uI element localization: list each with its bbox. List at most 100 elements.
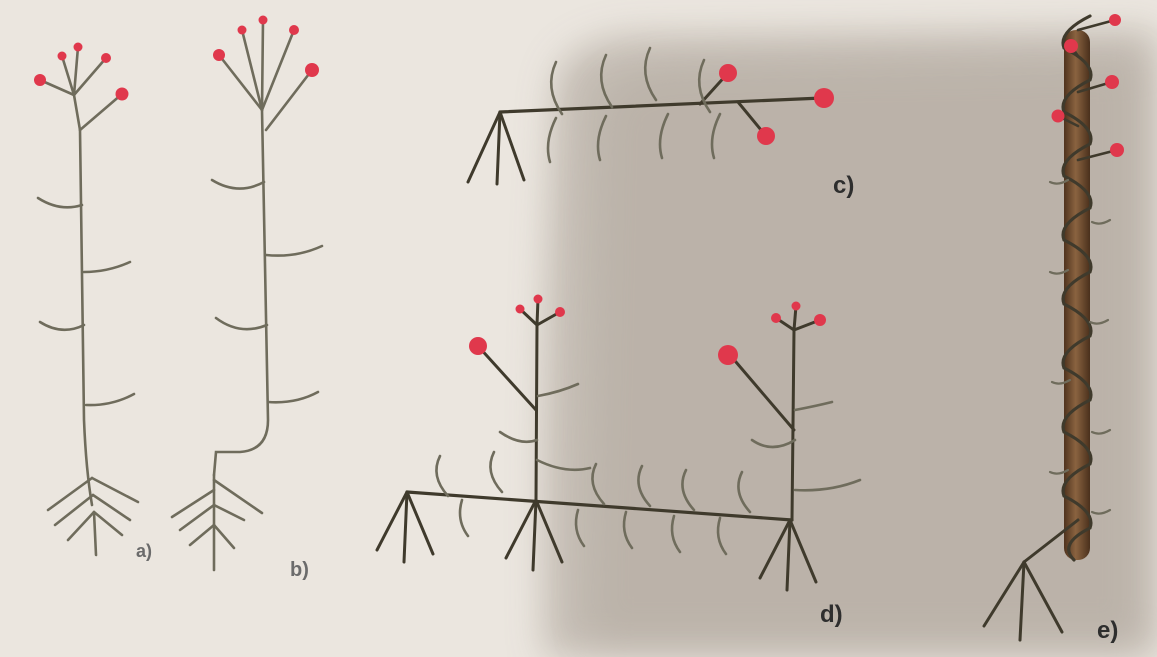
plant-a	[34, 42, 140, 557]
berry-icon	[1051, 109, 1065, 123]
root-icon	[66, 510, 96, 542]
leaf-arc	[622, 510, 634, 550]
leaf-arc	[670, 514, 682, 554]
leaf-arc	[574, 508, 586, 548]
root-icon	[531, 498, 538, 572]
root-icon	[498, 110, 526, 182]
flower-stalk	[78, 92, 124, 132]
leaf-arc	[549, 60, 564, 116]
leaf-arc	[1090, 508, 1112, 515]
leaf-arc	[591, 462, 606, 506]
flower-stalk	[264, 68, 314, 132]
leaf-arc	[1048, 468, 1070, 475]
root-icon	[92, 510, 98, 557]
leaf-arc	[82, 260, 132, 274]
upright-shoot	[534, 323, 539, 502]
plant-b	[170, 15, 324, 572]
leaf-arc	[214, 316, 269, 331]
leaf-arc	[710, 112, 722, 160]
root-icon	[212, 503, 246, 522]
leaf-arc	[266, 390, 320, 404]
flower-stalk	[38, 78, 76, 97]
label-d: d)	[820, 601, 843, 628]
berry-icon	[213, 49, 225, 61]
label-b: b)	[290, 559, 309, 581]
leaf-arc	[793, 478, 862, 492]
plant-d	[375, 294, 862, 592]
leaf-arc	[643, 46, 658, 102]
root-icon	[170, 488, 216, 519]
flower-stalk	[260, 18, 265, 112]
berry-icon	[1110, 143, 1124, 157]
leaf-arc	[1048, 178, 1070, 185]
leaf-arc	[697, 58, 712, 114]
leaf-arc	[793, 400, 834, 412]
root-icon	[785, 518, 792, 592]
layered-cane	[1022, 518, 1080, 564]
root-icon	[46, 476, 94, 512]
berry-icon	[814, 88, 834, 108]
root-icon	[788, 518, 818, 584]
leaf-arc	[737, 470, 752, 514]
flower-stalk	[476, 344, 538, 412]
root-icon	[1018, 560, 1026, 642]
root-icon	[212, 478, 264, 515]
flower-stalk	[60, 54, 76, 97]
root-icon	[982, 560, 1026, 628]
flower-stalk	[728, 353, 796, 432]
layered-cane	[498, 96, 824, 114]
berry-icon	[515, 304, 525, 314]
leaf-arc	[536, 382, 580, 398]
berry-icon	[791, 301, 801, 311]
leaf-arc	[458, 498, 470, 538]
leaf-arc	[1048, 268, 1070, 275]
root-icon	[188, 523, 216, 547]
root-icon	[375, 490, 409, 552]
root-icon	[178, 503, 216, 532]
flower-stalk	[72, 45, 80, 97]
root-icon	[1022, 560, 1064, 634]
flower-stalk	[1076, 18, 1117, 32]
berry-icon	[757, 127, 775, 145]
berry-icon	[34, 74, 46, 86]
main-stem	[78, 128, 94, 507]
root-icon	[758, 518, 792, 580]
layered-cane	[405, 490, 794, 522]
berry-icon	[1105, 75, 1119, 89]
leaf-arc	[750, 438, 797, 449]
leaf-arc	[36, 196, 84, 209]
berry-icon	[718, 345, 738, 365]
leaf-arc	[264, 244, 324, 257]
root-icon	[405, 490, 435, 556]
leaf-arc	[681, 468, 696, 512]
flower-stalk	[72, 56, 108, 97]
leaf-arc	[38, 320, 86, 332]
berry-icon	[237, 25, 247, 35]
leaf-arc	[498, 430, 539, 444]
leaf-arc	[535, 458, 592, 472]
root-icon	[402, 490, 409, 564]
berry-icon	[305, 63, 319, 77]
berry-icon	[814, 314, 826, 326]
leaf-arc	[716, 516, 728, 556]
berry-icon	[101, 53, 111, 63]
label-a: a)	[136, 541, 152, 561]
berry-icon	[1109, 14, 1121, 26]
berry-icon	[533, 294, 543, 304]
berry-icon	[719, 64, 737, 82]
leaf-arc	[637, 464, 652, 508]
leaf-arc	[84, 392, 136, 407]
berry-icon	[115, 87, 129, 101]
leaf-arc	[210, 178, 266, 190]
flower-stalk	[240, 28, 264, 112]
flower-stalk	[217, 53, 264, 112]
root-icon	[504, 498, 538, 560]
leaf-arc	[435, 454, 450, 498]
stake-icon	[1064, 30, 1090, 560]
root-icon	[53, 493, 95, 527]
root-icon	[495, 110, 502, 186]
leaf-arc	[489, 450, 504, 494]
leaf-arc	[1050, 378, 1072, 385]
berry-icon	[555, 307, 565, 317]
